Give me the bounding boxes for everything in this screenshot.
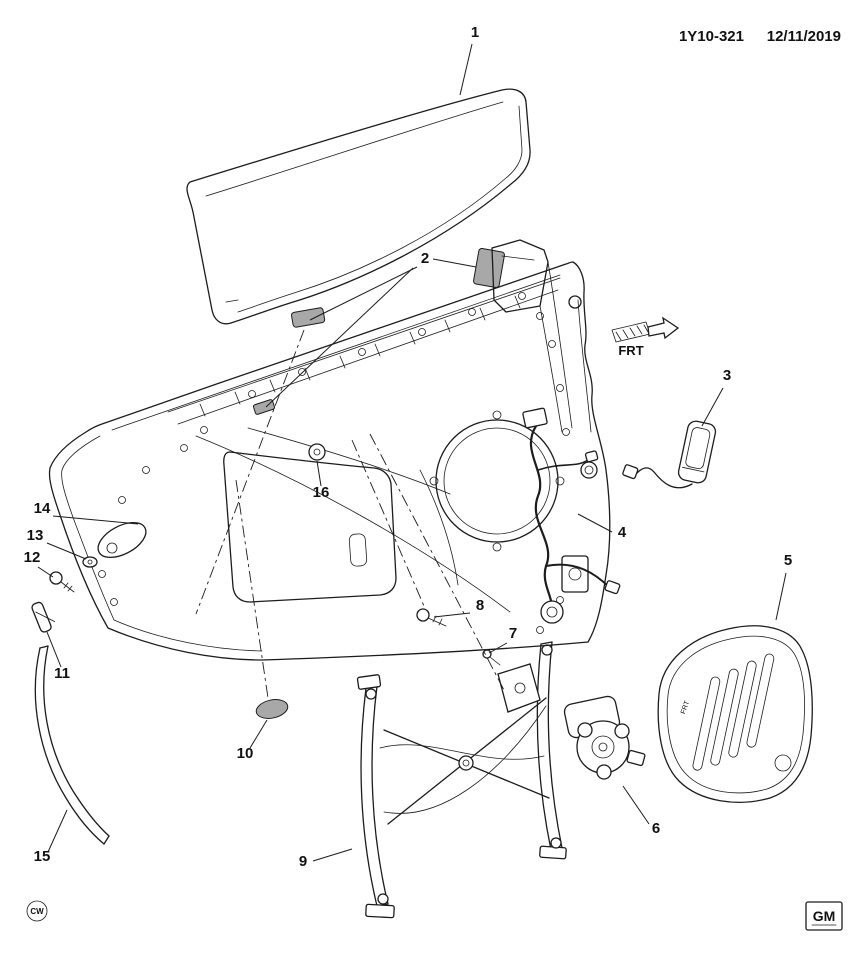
callout-2: 2 bbox=[421, 250, 429, 267]
callout-5: 5 bbox=[784, 552, 792, 569]
gm-logo: GM bbox=[805, 901, 843, 931]
author-mark: CW bbox=[26, 900, 48, 922]
doc-date: 12/11/2019 bbox=[767, 28, 841, 45]
alignment-lines bbox=[195, 329, 505, 699]
callout-16: 16 bbox=[313, 484, 330, 501]
callout-3: 3 bbox=[723, 367, 731, 384]
part-water-deflector: FRT bbox=[657, 625, 813, 803]
window-opening bbox=[223, 451, 397, 603]
author-initials: CW bbox=[30, 907, 44, 916]
part-clip-11 bbox=[31, 601, 56, 633]
gm-logo-text: GM bbox=[813, 908, 836, 924]
part-screw-12 bbox=[49, 571, 75, 593]
frt-arrow-icon bbox=[647, 316, 680, 340]
part-grommet-13 bbox=[82, 556, 98, 568]
part-spacer-14 bbox=[97, 521, 147, 559]
part-weatherstrip-15 bbox=[34, 645, 110, 845]
frt-indicator: FRT bbox=[611, 316, 680, 358]
callouts: 1 2 3 4 5 6 7 8 9 10 11 12 13 14 15 16 bbox=[24, 24, 793, 870]
part-fastener-16 bbox=[308, 443, 326, 461]
callout-10: 10 bbox=[237, 745, 254, 762]
part-door-panel bbox=[48, 239, 611, 661]
callout-1: 1 bbox=[471, 24, 479, 41]
part-window-regulator bbox=[356, 641, 567, 919]
part-window-motor bbox=[563, 695, 646, 780]
callout-9: 9 bbox=[299, 853, 307, 870]
speaker-opening bbox=[435, 419, 559, 543]
part-wiring-harness bbox=[522, 407, 621, 624]
tape-pads bbox=[252, 247, 505, 415]
callout-8: 8 bbox=[476, 597, 484, 614]
callout-14: 14 bbox=[34, 500, 51, 517]
part-screw-7 bbox=[482, 649, 501, 666]
doc-code: 1Y10-321 bbox=[679, 28, 744, 45]
callout-12: 12 bbox=[24, 549, 41, 566]
callout-6: 6 bbox=[652, 820, 660, 837]
callout-15: 15 bbox=[34, 848, 51, 865]
part-window-glass bbox=[186, 88, 531, 325]
leader-lines bbox=[37, 43, 787, 862]
callout-7: 7 bbox=[509, 625, 517, 642]
deflector-emboss-text: FRT bbox=[680, 699, 691, 715]
frt-label: FRT bbox=[618, 343, 643, 358]
callout-11: 11 bbox=[54, 665, 70, 682]
callout-13: 13 bbox=[27, 527, 44, 544]
part-switch-bezel bbox=[622, 420, 717, 489]
callout-4: 4 bbox=[618, 524, 627, 541]
part-plug-10 bbox=[255, 699, 289, 719]
part-bolt-8 bbox=[416, 608, 447, 627]
